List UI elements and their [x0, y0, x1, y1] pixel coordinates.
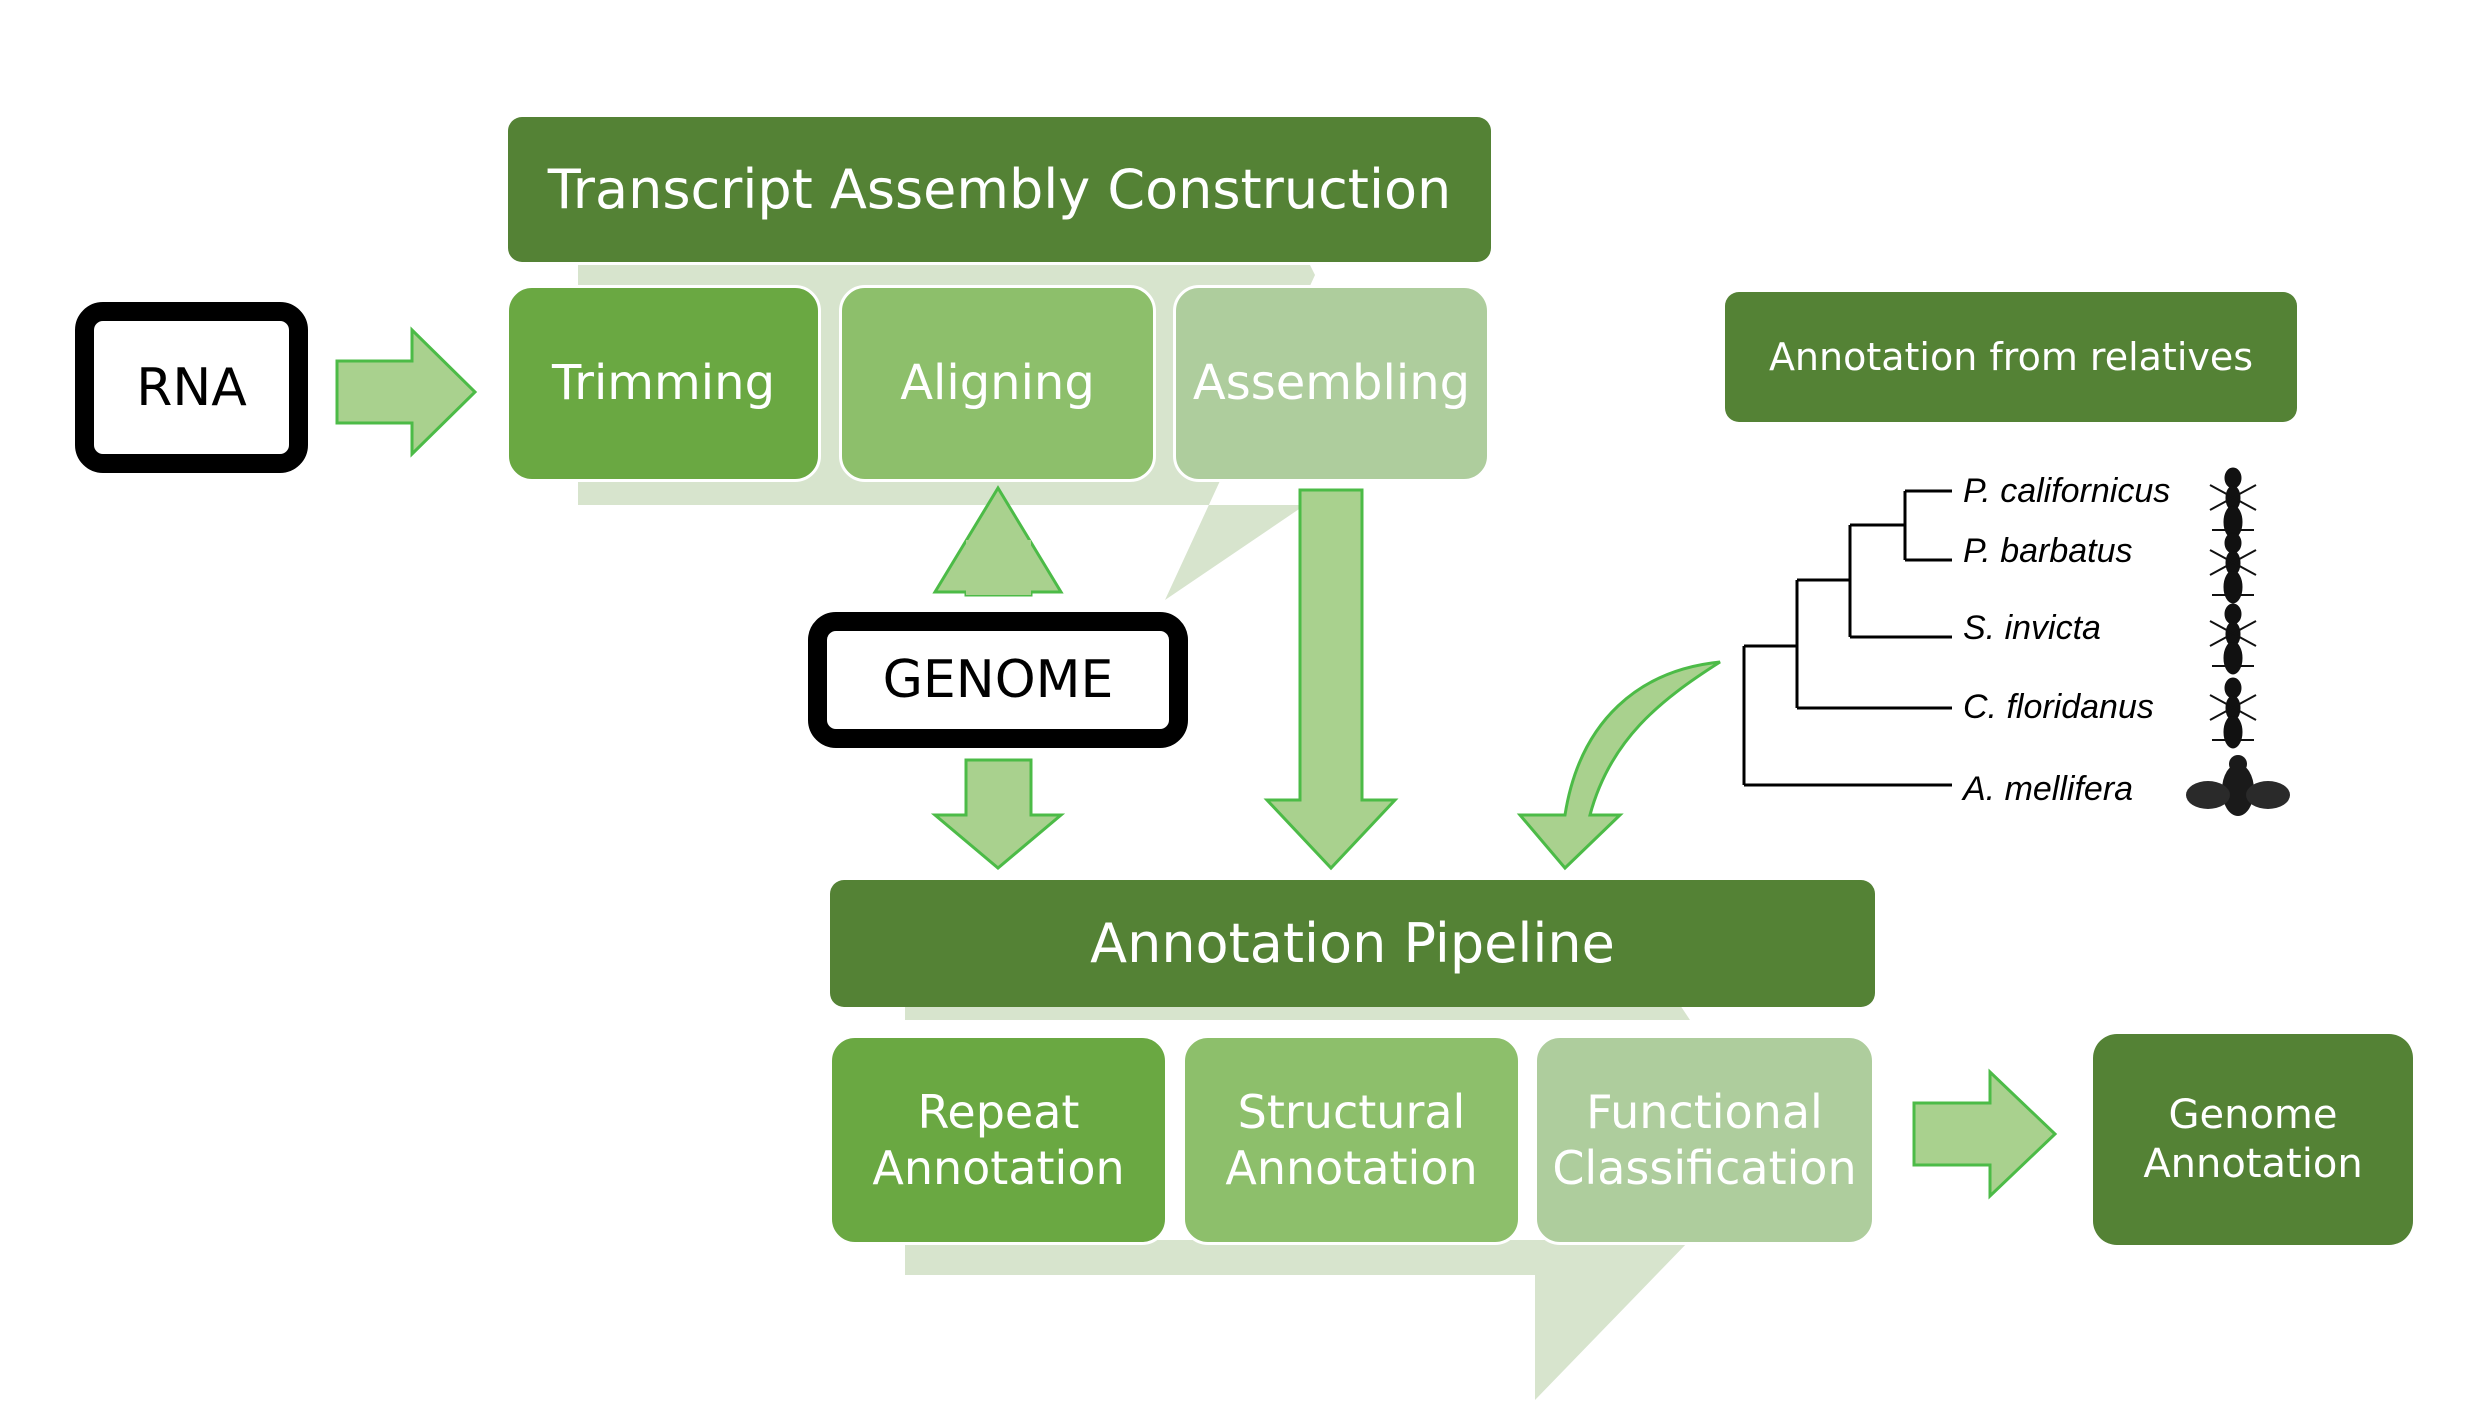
step-repeat-line1: Repeat	[917, 1084, 1080, 1139]
bee-icon	[2186, 755, 2290, 816]
output-line2: Annotation	[2143, 1140, 2363, 1187]
step-repeat-annotation: Repeat Annotation	[829, 1035, 1168, 1245]
output-line1: Genome	[2168, 1091, 2338, 1138]
arrow-rna-to-trimming	[335, 326, 478, 458]
rna-input-box: RNA	[75, 302, 308, 473]
relatives-title: Annotation from relatives	[1768, 334, 2254, 379]
rna-label: RNA	[136, 357, 247, 418]
relatives-header: Annotation from relatives	[1725, 292, 2297, 422]
step-functional-line2: Classification	[1552, 1141, 1857, 1195]
ant-icon	[2209, 532, 2257, 604]
annotation-pipeline-title: Annotation Pipeline	[1090, 911, 1615, 975]
ant-icon	[2209, 677, 2257, 749]
ant-icon	[2209, 467, 2257, 539]
step-aligning: Aligning	[839, 285, 1156, 482]
step-trimming-label: Trimming	[551, 355, 776, 412]
arrow-genome-down	[930, 758, 1066, 870]
step-functional-line1: Functional	[1586, 1084, 1823, 1139]
step-trimming: Trimming	[506, 285, 821, 482]
step-functional-classification: Functional Classification	[1534, 1035, 1875, 1245]
species-label: S. invicta	[1963, 609, 2101, 647]
step-structural-annotation: Structural Annotation	[1182, 1035, 1521, 1245]
ant-icon	[2209, 603, 2257, 675]
arrow-pipeline-to-output	[1912, 1068, 2058, 1200]
arrow-assembling-down	[1263, 488, 1399, 871]
step-aligning-label: Aligning	[900, 355, 1095, 412]
transcript-assembly-header: Transcript Assembly Construction	[508, 117, 1491, 262]
step-assembling: Assembling	[1173, 285, 1490, 482]
step-repeat-line2: Annotation	[872, 1141, 1125, 1195]
species-label: P. barbatus	[1963, 532, 2133, 570]
species-label: A. mellifera	[1963, 770, 2134, 808]
phylogenetic-tree	[1742, 489, 1952, 787]
annotation-pipeline-header: Annotation Pipeline	[830, 880, 1875, 1007]
species-label: C. floridanus	[1963, 688, 2154, 726]
pipeline-chevron-bg	[905, 1005, 1690, 1020]
transcript-assembly-title: Transcript Assembly Construction	[547, 157, 1452, 221]
genome-label: GENOME	[882, 650, 1114, 710]
step-structural-line1: Structural	[1237, 1084, 1466, 1139]
step-structural-line2: Annotation	[1225, 1141, 1478, 1195]
species-label: P. californicus	[1963, 472, 2171, 510]
genome-input-box: GENOME	[808, 612, 1188, 748]
genome-annotation-output: Genome Annotation	[2093, 1034, 2413, 1245]
arrow-genome-up-stem	[966, 540, 1031, 595]
pipeline-chevron-tail	[905, 1240, 1690, 1400]
arrow-relatives-curved	[1516, 660, 1721, 871]
step-assembling-label: Assembling	[1192, 355, 1471, 412]
